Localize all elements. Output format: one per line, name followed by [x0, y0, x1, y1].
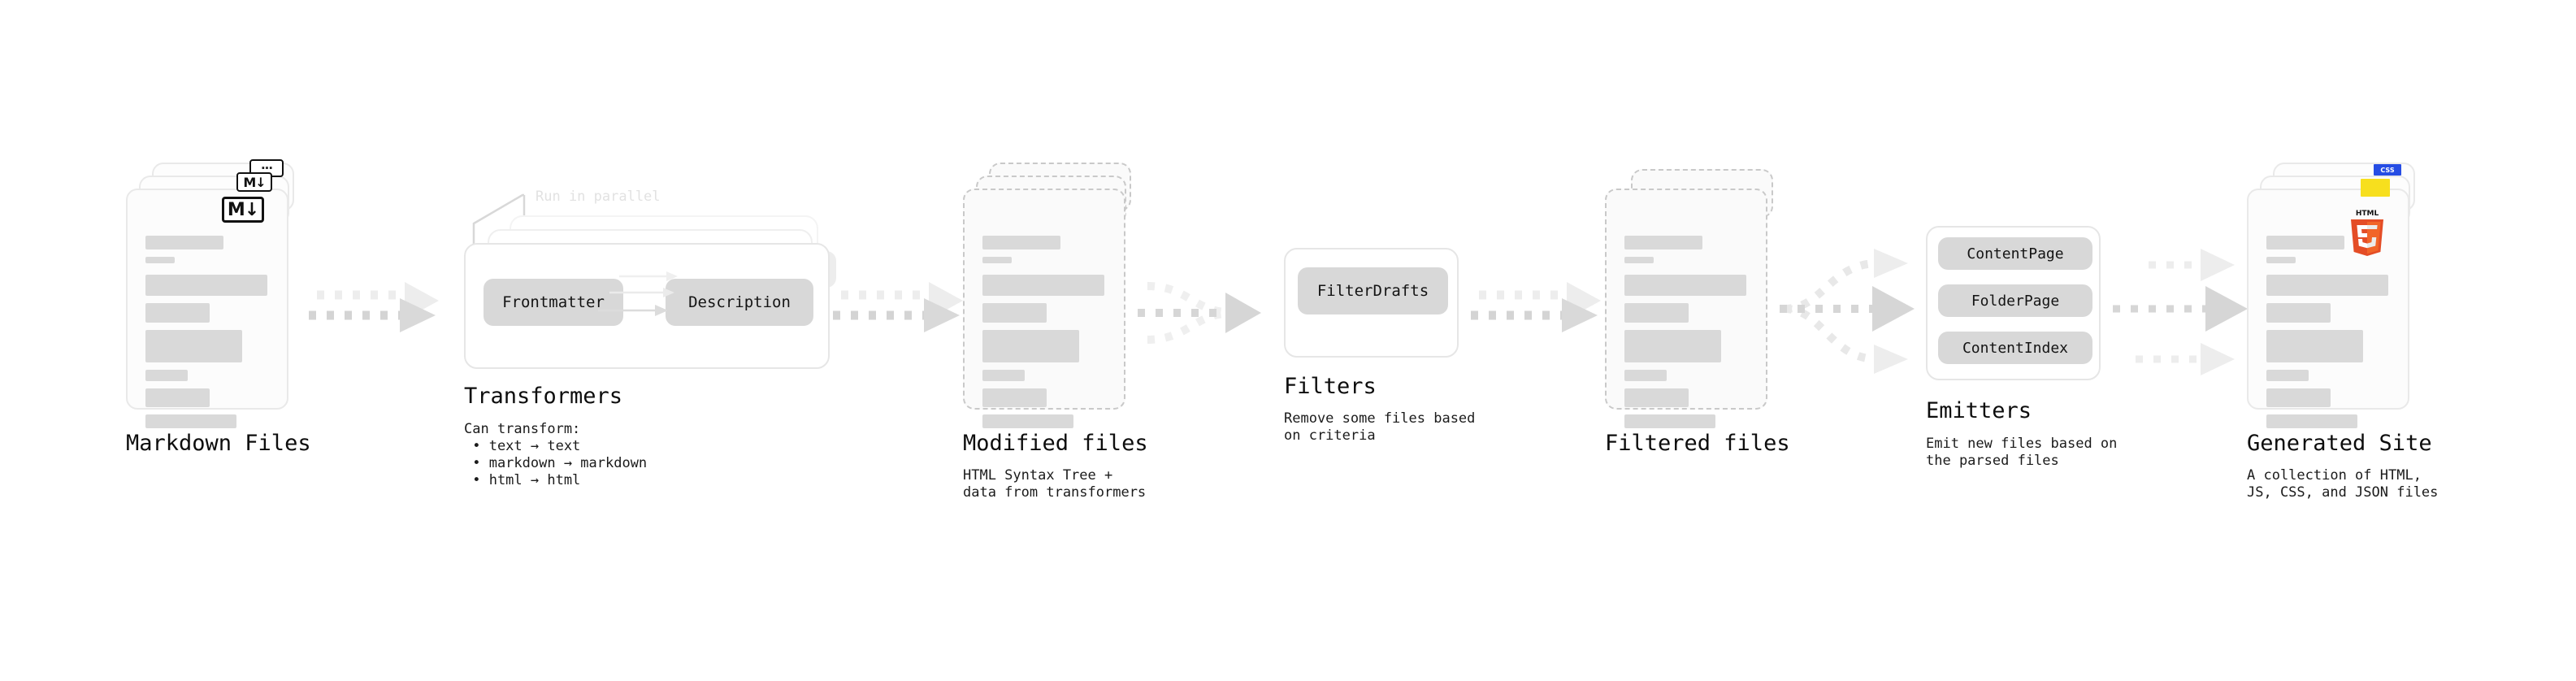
arrow-filters-to-filtered: [1471, 282, 1601, 332]
filter-pill-filterdrafts[interactable]: FilterDrafts: [1298, 267, 1448, 314]
emitters-group: ContentPage FolderPage ContentIndex: [1926, 226, 2101, 380]
generated-site-title: Generated Site: [2247, 431, 2432, 456]
filtered-card-stack: [1605, 163, 1780, 428]
transformer-group-front: Frontmatter Description: [464, 243, 830, 369]
arrow-filtered-to-emitters: [1780, 249, 1915, 374]
filtered-card-front: [1605, 189, 1767, 428]
run-in-parallel-label: Run in parallel: [536, 189, 661, 205]
stage-modified-files: Modified files HTML Syntax Tree + data f…: [963, 163, 1148, 501]
markdown-badge-back-1: M↓: [236, 172, 272, 192]
html5-logo: HTML: [2351, 210, 2383, 256]
stage-generated-site: CSS JS HTML Generated Site A collection …: [2247, 163, 2438, 501]
transformer-pill-frontmatter[interactable]: Frontmatter: [484, 279, 623, 326]
stage-filtered-files: Filtered files: [1605, 163, 1790, 456]
filters-group: FilterDrafts: [1284, 248, 1459, 358]
emitters-title: Emitters: [1926, 398, 2032, 423]
filters-title: Filters: [1284, 374, 1377, 399]
modified-card-content: [982, 236, 1106, 436]
filters-description: Remove some files based on criteria: [1284, 410, 1476, 444]
stage-markdown-files: ··· M↓ M↓ Markdown Files: [126, 159, 311, 456]
markdown-files-title: Markdown Files: [126, 431, 311, 456]
js-badge: JS: [2361, 179, 2390, 197]
emitter-pill-contentindex[interactable]: ContentIndex: [1938, 332, 2092, 364]
css3-badge: CSS: [2374, 164, 2401, 176]
modified-files-title: Modified files: [963, 431, 1148, 456]
transformer-inner-arrows: [598, 271, 678, 316]
arrow-emitters-to-site: [2113, 249, 2248, 375]
emitter-pill-contentpage[interactable]: ContentPage: [1938, 237, 2092, 270]
transformer-pill-description[interactable]: Description: [666, 279, 813, 326]
transformers-description: Can transform: • text → text • markdown …: [464, 421, 648, 488]
emitters-description: Emit new files based on the parsed files: [1926, 436, 2118, 469]
arrow-markdown-to-transformers: [309, 282, 439, 332]
site-card-stack: CSS JS HTML: [2247, 163, 2422, 428]
site-card-content: [2266, 236, 2390, 436]
markdown-card-stack: ··· M↓ M↓: [126, 159, 301, 428]
markdown-badge: M↓: [222, 197, 264, 223]
svg-text:HTML: HTML: [2356, 210, 2379, 218]
emitter-pill-folderpage[interactable]: FolderPage: [1938, 284, 2092, 317]
run-in-parallel-bracket: [472, 193, 526, 246]
filtered-files-title: Filtered files: [1605, 431, 1790, 456]
filtered-card-content: [1624, 236, 1748, 436]
transformers-title: Transformers: [464, 384, 623, 409]
arrow-transformers-to-modified: [833, 282, 963, 332]
markdown-card-front: [126, 189, 288, 428]
markdown-card-content: [145, 236, 269, 436]
generated-site-description: A collection of HTML, JS, CSS, and JSON …: [2247, 467, 2439, 501]
modified-card-front: [963, 189, 1125, 428]
modified-files-description: HTML Syntax Tree + data from transformer…: [963, 467, 1147, 501]
modified-card-stack: [963, 163, 1138, 428]
arrow-modified-to-filters: [1138, 282, 1261, 344]
